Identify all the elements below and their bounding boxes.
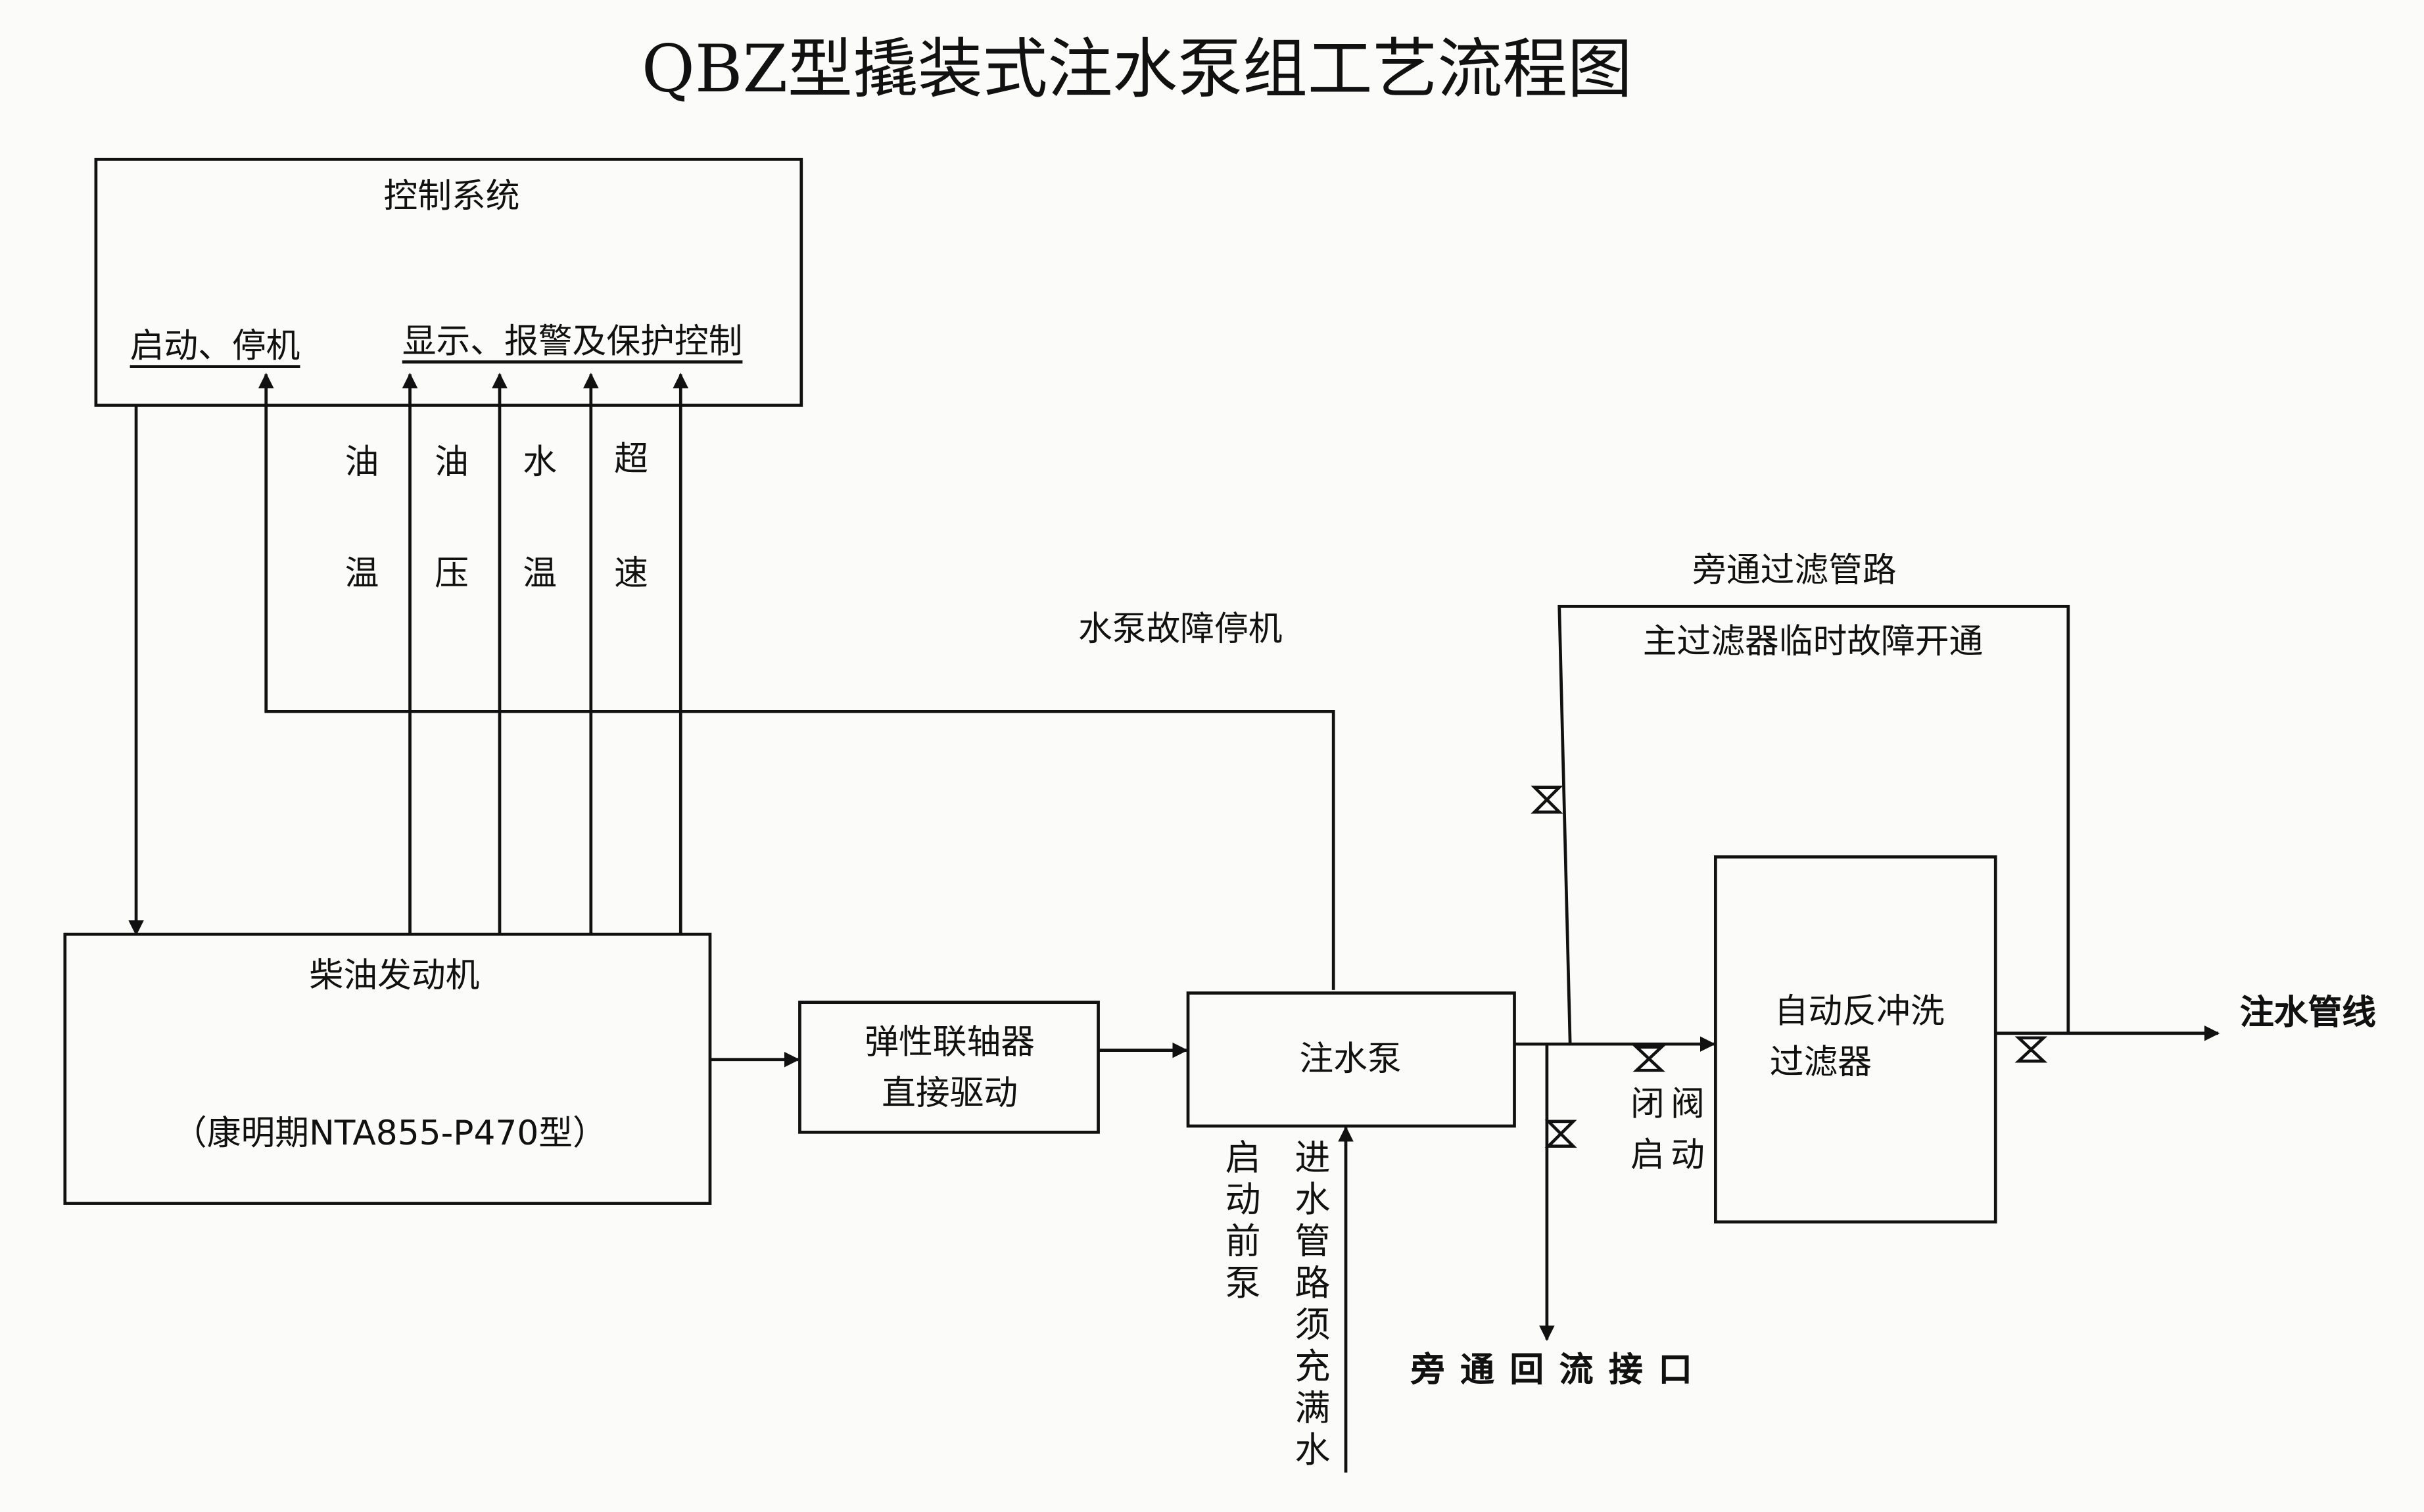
valve-icon (1632, 1045, 1665, 1072)
pump-fault-line (258, 373, 1335, 990)
bypass-note: 主过滤器临时故障开通 (1642, 623, 1984, 663)
bypass-title: 旁通过滤管路 (1692, 552, 1897, 591)
filter-title-2: 过滤器 (1769, 1044, 1872, 1083)
sensor-label: 温 (345, 555, 379, 594)
coupling-box (798, 1001, 1100, 1134)
control-system-title: 控制系统 (383, 177, 520, 217)
valve-icon (2014, 1036, 2048, 1063)
engine-model: （康明期NTA855-P470型） (173, 1115, 607, 1154)
display-alarm-label: 显示、报警及保护控制 (402, 323, 743, 362)
sensor-label: 油 (345, 444, 379, 483)
filter-title: 自动反冲洗 (1774, 993, 1945, 1032)
valve-icon (1531, 786, 1563, 814)
sensor-label: 水 (523, 444, 558, 483)
filter-box (1714, 855, 1997, 1224)
coupling-label: 弹性联轴器 (865, 1024, 1035, 1063)
valve-icon (1544, 1120, 1577, 1148)
sensor-label: 油 (435, 444, 469, 483)
sensor-label: 压 (435, 555, 469, 594)
engine-box (63, 932, 712, 1205)
valve-note: 闭阀 (1630, 1085, 1711, 1125)
prime-note: 启动前泵 (1218, 1138, 1259, 1306)
coupling-drive-label: 直接驱动 (882, 1075, 1018, 1114)
outlet-label: 注水管线 (2239, 994, 2377, 1033)
start-stop-label: 启动、停机 (130, 327, 300, 367)
pump-fault-label: 水泵故障停机 (1078, 611, 1283, 650)
engine-title: 柴油发动机 (309, 957, 480, 997)
sensor-label: 温 (523, 555, 558, 594)
return-port-label: 旁通回流接口 (1410, 1352, 1708, 1391)
valve-note: 启动 (1630, 1137, 1711, 1176)
sensor-label: 超 (614, 440, 648, 480)
sensor-label: 速 (614, 555, 648, 594)
inlet-note: 进水管路须充满水 (1287, 1138, 1328, 1473)
page-title: QBZ型撬装式注水泵组工艺流程图 (641, 31, 1632, 107)
control-system-box (94, 157, 803, 407)
bypass-filter-line (1557, 604, 2070, 1045)
pump-title: 注水泵 (1299, 1041, 1402, 1080)
